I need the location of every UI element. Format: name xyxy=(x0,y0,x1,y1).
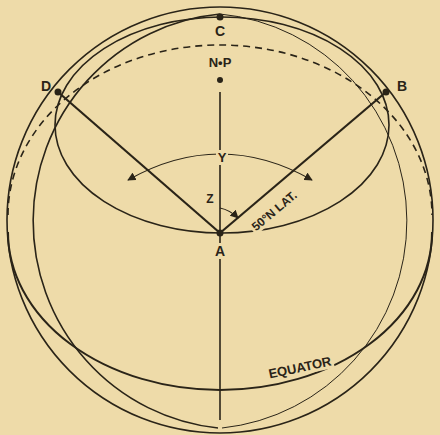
point-d xyxy=(55,89,62,96)
line-a-d xyxy=(58,92,220,233)
angle-label: Y xyxy=(216,150,229,165)
equator-label: EQUATOR xyxy=(265,353,334,382)
north-pole-dot xyxy=(217,77,223,83)
outer-sphere xyxy=(7,7,433,433)
latitude-circle xyxy=(55,17,389,233)
point-label: B xyxy=(397,79,407,93)
point-c xyxy=(217,14,224,21)
point-label: A xyxy=(213,243,227,259)
point-label: C xyxy=(215,24,225,38)
meridian-curve xyxy=(33,14,220,428)
point-a xyxy=(217,230,224,237)
line-a-b xyxy=(220,92,386,233)
meridian-curve-right xyxy=(220,14,407,428)
angle-z-arc xyxy=(220,208,238,218)
point-label: D xyxy=(41,79,51,93)
point-b xyxy=(383,89,390,96)
angle-label: Z xyxy=(206,193,213,205)
pole-label: N•P xyxy=(209,56,232,69)
